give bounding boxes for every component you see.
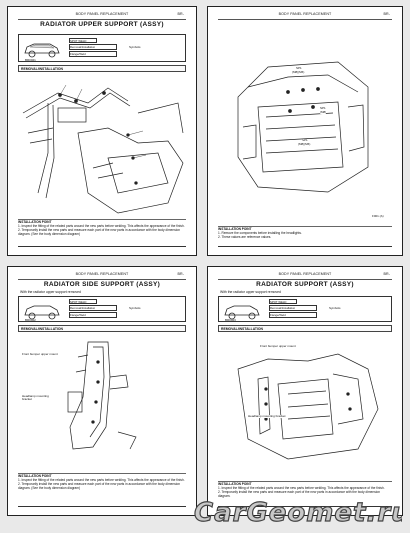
manual-page-2: BODY PANEL REPLACEMENT BR- SP1 (M8)(M6) … bbox=[207, 6, 403, 256]
page-footer bbox=[218, 246, 392, 251]
legend-row-label: Flange/Weld bbox=[70, 52, 86, 56]
header-title: BODY PANEL REPLACEMENT bbox=[75, 12, 129, 16]
header-title: BODY PANEL REPLACEMENT bbox=[278, 12, 332, 16]
header-title: BODY PANEL REPLACEMENT bbox=[75, 272, 129, 276]
installation-points: INSTALLATION POINT 1. Inspect the fittin… bbox=[18, 473, 186, 490]
legend-item: SPOT WELD bbox=[270, 300, 287, 304]
callout-label: (M8)(M6) bbox=[298, 142, 311, 147]
header-title: BODY PANEL REPLACEMENT bbox=[278, 272, 332, 276]
installation-points: INSTALLATION POINT 1. Inspect the fittin… bbox=[18, 219, 186, 236]
legend-code: BR0021 bbox=[25, 58, 36, 62]
legend-symbol-label: Symbols bbox=[129, 45, 141, 49]
vehicle-icon bbox=[24, 43, 60, 58]
installation-points: INSTALLATION POINT 1. Remove the compone… bbox=[218, 226, 392, 239]
manual-page-1: BODY PANEL REPLACEMENT BR- RADIATOR UPPE… bbox=[7, 6, 197, 256]
page-header: BODY PANEL REPLACEMENT BR- bbox=[218, 271, 392, 280]
callout-label: Headlamp mounting bracket bbox=[248, 414, 286, 419]
legend-box: BR0021 SPOT WELD Removal/Installation Fl… bbox=[18, 34, 186, 62]
page-footer bbox=[218, 506, 392, 511]
section-header: REMOVAL/INSTALLATION bbox=[18, 65, 186, 72]
page-header: BODY PANEL REPLACEMENT BR- bbox=[218, 11, 392, 20]
point-item: 2. Temporarily install the new parts and… bbox=[18, 482, 181, 490]
callout-label: SP1 bbox=[320, 106, 326, 111]
points-heading: INSTALLATION POINT bbox=[218, 482, 252, 486]
header-code: BR- bbox=[383, 12, 390, 16]
legend-row-label: Removal/Installation bbox=[70, 45, 96, 49]
figure-code: F001 (A) bbox=[372, 214, 384, 219]
installation-points: INSTALLATION POINT 1. Inspect the fittin… bbox=[218, 481, 392, 498]
manual-page-4: BODY PANEL REPLACEMENT BR- RADIATOR SUPP… bbox=[207, 266, 403, 516]
legend-row-label: Removal/Installation bbox=[70, 306, 96, 310]
legend-row-label: Flange/Weld bbox=[270, 313, 286, 317]
radiator-support-weld-diagram bbox=[237, 61, 369, 193]
header-code: BR- bbox=[177, 272, 184, 276]
page-subtitle: With the radiator upper support removed bbox=[220, 290, 281, 294]
legend-row: Removal/Installation bbox=[69, 305, 117, 311]
legend-item: SPOT WELD bbox=[70, 39, 87, 43]
callout-label: (M8)(M6) bbox=[292, 70, 305, 75]
manual-page-3: BODY PANEL REPLACEMENT BR- RADIATOR SIDE… bbox=[7, 266, 197, 516]
page-title: RADIATOR UPPER SUPPORT (ASSY) bbox=[40, 21, 164, 28]
vehicle-icon bbox=[24, 305, 60, 320]
vehicle-icon bbox=[224, 305, 260, 320]
callout-label: SP1 bbox=[296, 66, 302, 71]
page-header: BODY PANEL REPLACEMENT BR- bbox=[18, 11, 186, 20]
page-title: RADIATOR SUPPORT (ASSY) bbox=[256, 281, 354, 288]
point-item: 1. Inspect the fitting of the related pa… bbox=[18, 478, 185, 482]
page-footer bbox=[18, 246, 186, 251]
header-code: BR- bbox=[177, 12, 184, 16]
legend-row-label: Flange/Weld bbox=[70, 313, 86, 317]
point-item: 2. Temporarily install the new parts and… bbox=[18, 228, 181, 236]
legend-code: BR0022 bbox=[25, 318, 36, 322]
legend-box: BR0023 SPOT WELD Removal/Installation Fl… bbox=[218, 296, 392, 322]
legend-item: SPOT WELD bbox=[70, 300, 87, 304]
legend-code: BR0023 bbox=[225, 318, 236, 322]
page-header: BODY PANEL REPLACEMENT BR- bbox=[18, 271, 186, 280]
points-heading: INSTALLATION POINT bbox=[18, 220, 52, 224]
section-header: REMOVAL/INSTALLATION bbox=[18, 325, 186, 332]
header-code: BR- bbox=[383, 272, 390, 276]
legend-row: Removal/Installation bbox=[269, 305, 317, 311]
page-subtitle: With the radiator upper support removed bbox=[20, 290, 81, 294]
cargeomet-watermark-logo: CarGeomet.ru bbox=[193, 497, 402, 527]
legend-row: Flange/Weld bbox=[269, 312, 317, 318]
callout-label: Front bumper upper mount bbox=[260, 344, 296, 349]
point-item: 1. Inspect the fitting of the related pa… bbox=[218, 486, 385, 490]
callout-label: SP1 bbox=[302, 138, 308, 143]
point-item: 1. Inspect the fitting of the related pa… bbox=[18, 224, 185, 228]
page-title: RADIATOR SIDE SUPPORT (ASSY) bbox=[43, 281, 161, 288]
point-item: 2. These values are reference values. bbox=[218, 235, 272, 239]
page-footer bbox=[18, 506, 186, 511]
points-heading: INSTALLATION POINT bbox=[18, 474, 52, 478]
legend-row: Removal/Installation bbox=[69, 44, 117, 50]
radiator-support-diagram bbox=[237, 353, 379, 460]
legend-symbol-label: Symbols bbox=[329, 306, 341, 310]
legend-row: Flange/Weld bbox=[69, 51, 117, 57]
legend-symbol-label: Symbols bbox=[129, 306, 141, 310]
radiator-upper-support-diagram bbox=[22, 84, 184, 214]
svg-text:CarGeomet.ru: CarGeomet.ru bbox=[194, 498, 402, 527]
callout-label: Front bumper upper mount bbox=[22, 352, 58, 357]
point-item: 2. Temporarily install the new parts and… bbox=[218, 490, 381, 498]
point-item: 1. Remove the components before installi… bbox=[218, 231, 302, 235]
legend-box: BR0022 SPOT WELD Removal/Installation Fl… bbox=[18, 296, 186, 322]
callout-label: Headlamp mounting bracket bbox=[22, 394, 56, 402]
callout-label: (M8) bbox=[320, 110, 327, 115]
points-heading: INSTALLATION POINT bbox=[218, 227, 252, 231]
radiator-side-support-diagram bbox=[67, 341, 137, 450]
legend-header: SPOT WELD bbox=[269, 299, 297, 304]
legend-header: SPOT WELD bbox=[69, 38, 97, 43]
section-header: REMOVAL/INSTALLATION bbox=[218, 325, 392, 332]
legend-row: Flange/Weld bbox=[69, 312, 117, 318]
legend-row-label: Removal/Installation bbox=[270, 306, 296, 310]
legend-header: SPOT WELD bbox=[69, 299, 97, 304]
